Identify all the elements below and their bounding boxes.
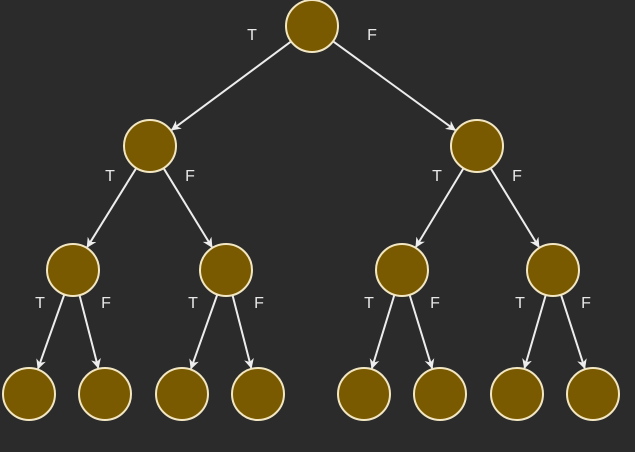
edge-label-false: F [101, 295, 111, 312]
edge-arrow-root-R [332, 40, 456, 131]
tree-node [526, 243, 580, 297]
nodes-layer [2, 0, 620, 421]
leaf-node [231, 367, 285, 421]
edge-arrow-LR-LRR [231, 294, 254, 369]
leaf-node [155, 367, 209, 421]
tree-node [199, 243, 253, 297]
edge-arrow-R-RL [415, 167, 465, 248]
edge-label-false: F [367, 27, 377, 44]
edge-arrow-L-LL [86, 167, 138, 248]
leaf-node [490, 367, 544, 421]
edges-layer [36, 40, 587, 370]
edge-labels-layer: T F T F T F T F T F T F T F [35, 27, 591, 312]
edge-arrow-root-L [170, 40, 292, 131]
root-node [285, 0, 339, 53]
tree-node [375, 243, 429, 297]
edge-arrow-LR-LRL [189, 294, 219, 370]
edge-arrow-LL-LLL [36, 294, 66, 370]
edge-label-true: T [364, 295, 374, 312]
edge-label-true: T [515, 295, 525, 312]
edge-arrow-R-RR [489, 167, 540, 248]
tree-node [450, 119, 504, 173]
leaf-node [566, 367, 620, 421]
edge-arrow-LL-LLR [78, 294, 101, 369]
leaf-node [413, 367, 467, 421]
edge-label-true: T [35, 295, 45, 312]
edge-arrow-L-LR [162, 167, 213, 248]
leaf-node [78, 367, 132, 421]
edge-label-false: F [430, 295, 440, 312]
edge-label-true: T [432, 168, 442, 185]
edge-label-false: F [581, 295, 591, 312]
leaf-node [2, 367, 56, 421]
edge-label-false: F [512, 168, 522, 185]
leaf-node [337, 367, 391, 421]
edge-arrow-RR-RRR [560, 294, 587, 370]
edge-label-true: T [105, 168, 115, 185]
edge-label-true: T [188, 295, 198, 312]
edge-label-true: T [247, 27, 257, 44]
edge-arrow-RR-RRL [522, 294, 547, 370]
edge-label-false: F [185, 168, 195, 185]
tree-node [46, 243, 100, 297]
edge-label-false: F [254, 295, 264, 312]
tree-node [123, 119, 177, 173]
edge-arrow-RL-RLR [408, 294, 435, 370]
edge-arrow-RL-RLL [369, 294, 396, 370]
